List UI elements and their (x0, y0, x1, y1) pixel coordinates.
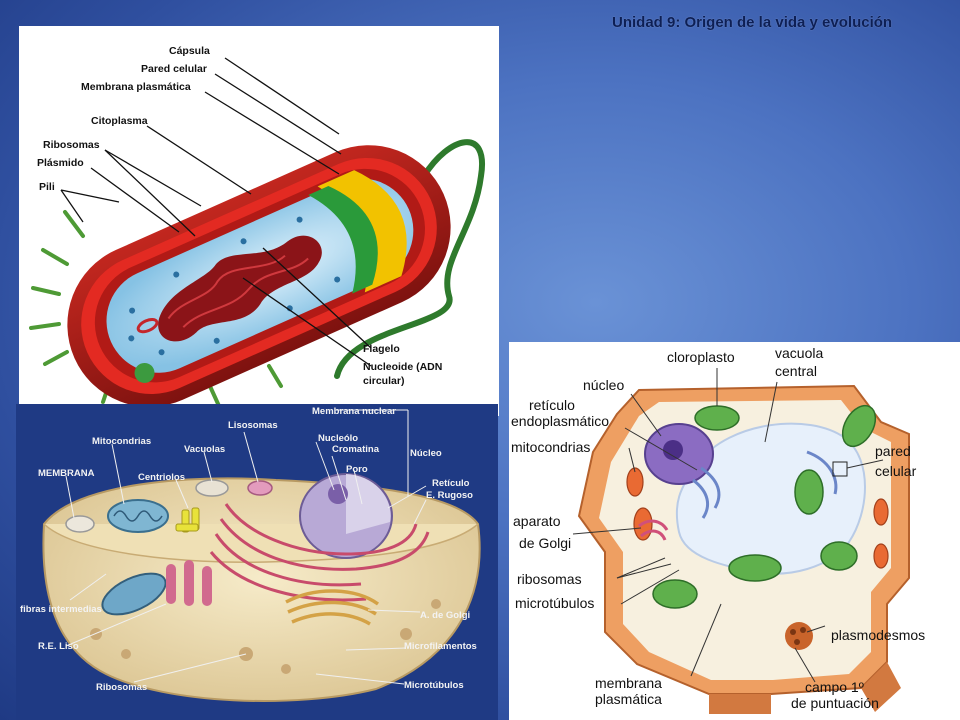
label-aparato-1: aparato (513, 513, 561, 529)
plant-cell-diagram-panel: cloroplasto vacuola central núcleo retíc… (509, 342, 960, 720)
bacteria-leader-lines (60, 57, 372, 367)
label-microtubulos-plant: microtúbulos (515, 595, 594, 611)
label-aparato-2: de Golgi (519, 535, 571, 551)
label-pared-2: celular (875, 463, 917, 479)
label-reticulo-1: retículo (529, 397, 575, 413)
label-capsula: Cápsula (169, 45, 210, 57)
label-golgi: A. de Golgi (420, 610, 470, 621)
label-microtubulos: Microtúbulos (404, 680, 464, 691)
bacteria-diagram: Cápsula Pared celular Membrana plasmátic… (29, 45, 486, 414)
plant-leader-lines (572, 368, 884, 683)
label-cloroplasto: cloroplasto (667, 349, 735, 365)
label-re-liso: R.E. Liso (38, 641, 79, 652)
label-nucleoide-1: Nucleoide (ADN (363, 361, 442, 373)
label-reticulo-1: Retículo (432, 478, 470, 489)
label-flagelo: Flagelo (363, 343, 400, 355)
slide-title: Unidad 9: Origen de la vida y evolución (612, 14, 893, 31)
label-nucleoide-2: circular) (363, 375, 404, 387)
label-nucleolo: Nucleólo (318, 433, 358, 444)
label-ribosomas-plant: ribosomas (517, 571, 582, 587)
label-cromatina: Cromatina (332, 444, 380, 455)
label-plasmido: Plásmido (37, 157, 84, 169)
label-ribosomas: Ribosomas (43, 139, 100, 151)
label-nucleo: Núcleo (410, 448, 442, 459)
smooth-er (166, 560, 212, 606)
centrioles (175, 507, 200, 533)
label-membrana-1: membrana (595, 675, 662, 691)
bacteria-diagram-panel: Cápsula Pared celular Membrana plasmátic… (19, 26, 499, 416)
label-fibras-intermedias: fibras intermedias (20, 604, 102, 615)
label-poro: Poro (346, 464, 368, 475)
label-lisosomas: Lisosomas (228, 420, 278, 431)
pit-field (785, 622, 813, 650)
label-pared-1: pared (875, 443, 911, 459)
label-vacuola-2: central (775, 363, 817, 379)
rough-er (209, 503, 430, 602)
label-pared-celular: Pared celular (141, 63, 207, 75)
label-campo-2: de puntuación (791, 695, 879, 711)
flagellum (334, 139, 486, 379)
animal-cell-diagram: Membrana nuclear Lisosomas Mitocondrias … (20, 406, 481, 702)
label-ribosomas: Ribosomas (96, 682, 147, 693)
label-membrana-nuclear: Membrana nuclear (312, 406, 396, 417)
label-pili: Pili (39, 181, 55, 193)
label-membrana: MEMBRANA (38, 468, 95, 479)
label-mitocondrias: Mitocondrias (92, 436, 151, 447)
label-campo-1: campo 1º (805, 679, 864, 695)
label-vacuola-1: vacuola (775, 345, 823, 361)
chloroplasts (652, 404, 877, 609)
label-centriolos: Centriolos (138, 472, 185, 483)
label-citoplasma: Citoplasma (91, 115, 148, 127)
label-reticulo-2: endoplasmático (511, 413, 609, 429)
label-reticulo-2: E. Rugoso (426, 490, 473, 501)
bacterium-body (67, 145, 451, 407)
label-nucleo-plant: núcleo (583, 377, 624, 393)
plant-golgi (638, 519, 669, 541)
label-vacuolas: Vacuolas (184, 444, 225, 455)
mitochondria (101, 499, 169, 616)
label-mitocondrias-plant: mitocondrias (511, 439, 590, 455)
label-plasmodesmos: plasmodesmos (831, 627, 925, 643)
label-membrana-plasmatica: Membrana plasmática (81, 81, 191, 93)
label-membrana-2: plasmática (595, 691, 662, 707)
plant-cell-diagram: cloroplasto vacuola central núcleo retíc… (511, 345, 925, 714)
animal-cell-diagram-panel: Membrana nuclear Lisosomas Mitocondrias … (16, 404, 498, 720)
animal-leader-lines (65, 409, 427, 685)
label-microfilamentos: Microfilamentos (404, 641, 477, 652)
plant-er (692, 450, 838, 519)
